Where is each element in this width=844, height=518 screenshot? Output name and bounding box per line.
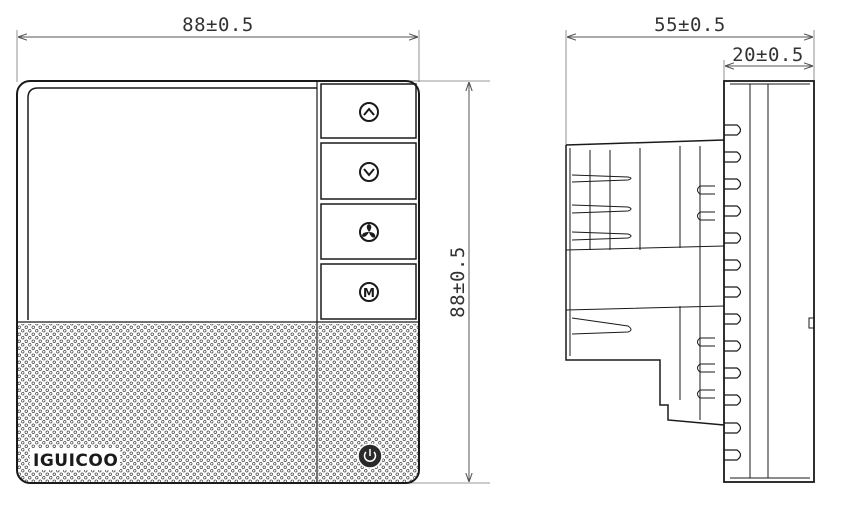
mounting-clip — [724, 259, 742, 271]
display-screen — [27, 81, 318, 483]
chevron-up-icon — [359, 102, 379, 122]
mounting-clip — [724, 178, 742, 190]
mounting-clip — [724, 286, 742, 298]
mounting-clip — [724, 394, 742, 406]
mounting-clips — [724, 124, 742, 461]
panel-dimension: 20±0.5 — [723, 44, 813, 82]
chevron-down-icon — [359, 162, 379, 182]
speaker-grille — [17, 321, 419, 482]
svg-text:M: M — [363, 286, 375, 300]
button-column — [320, 83, 417, 320]
height-dimension: 88±0.5 — [408, 80, 490, 484]
depth-dimension-label: 55±0.5 — [654, 14, 726, 36]
brand-logo: IGUICOO — [30, 448, 120, 471]
mounting-clip — [724, 422, 742, 434]
mounting-clip — [724, 367, 742, 379]
front-view: 88±0.5 88±0.5 — [16, 14, 490, 484]
panel-dimension-label: 20±0.5 — [732, 44, 804, 66]
thermostat-body — [16, 80, 420, 484]
mode-button[interactable]: M — [321, 264, 416, 319]
down-button[interactable] — [321, 143, 416, 199]
depth-dimension: 55±0.5 — [565, 14, 815, 145]
side-view: 55±0.5 20±0.5 — [565, 14, 815, 483]
svg-text:IGUICOO: IGUICOO — [33, 451, 118, 471]
mounting-clip — [724, 232, 742, 244]
power-button[interactable] — [357, 443, 383, 469]
width-dimension: 88±0.5 — [16, 14, 420, 82]
fan-button[interactable] — [321, 204, 416, 259]
mounting-clip — [724, 205, 742, 217]
up-button[interactable] — [321, 84, 416, 138]
mounting-clip — [724, 151, 742, 163]
width-dimension-label: 88±0.5 — [182, 14, 254, 36]
rear-housing — [565, 139, 725, 426]
fan-icon — [359, 222, 379, 242]
power-icon — [363, 449, 377, 463]
height-dimension-label: 88±0.5 — [447, 246, 469, 318]
mode-icon: M — [359, 282, 379, 302]
mounting-clip — [724, 313, 742, 325]
mounting-clip — [724, 124, 742, 136]
mounting-clip — [724, 340, 742, 352]
mounting-clip — [724, 449, 742, 461]
housing-ribs — [571, 146, 715, 420]
front-panel-profile — [723, 80, 815, 483]
